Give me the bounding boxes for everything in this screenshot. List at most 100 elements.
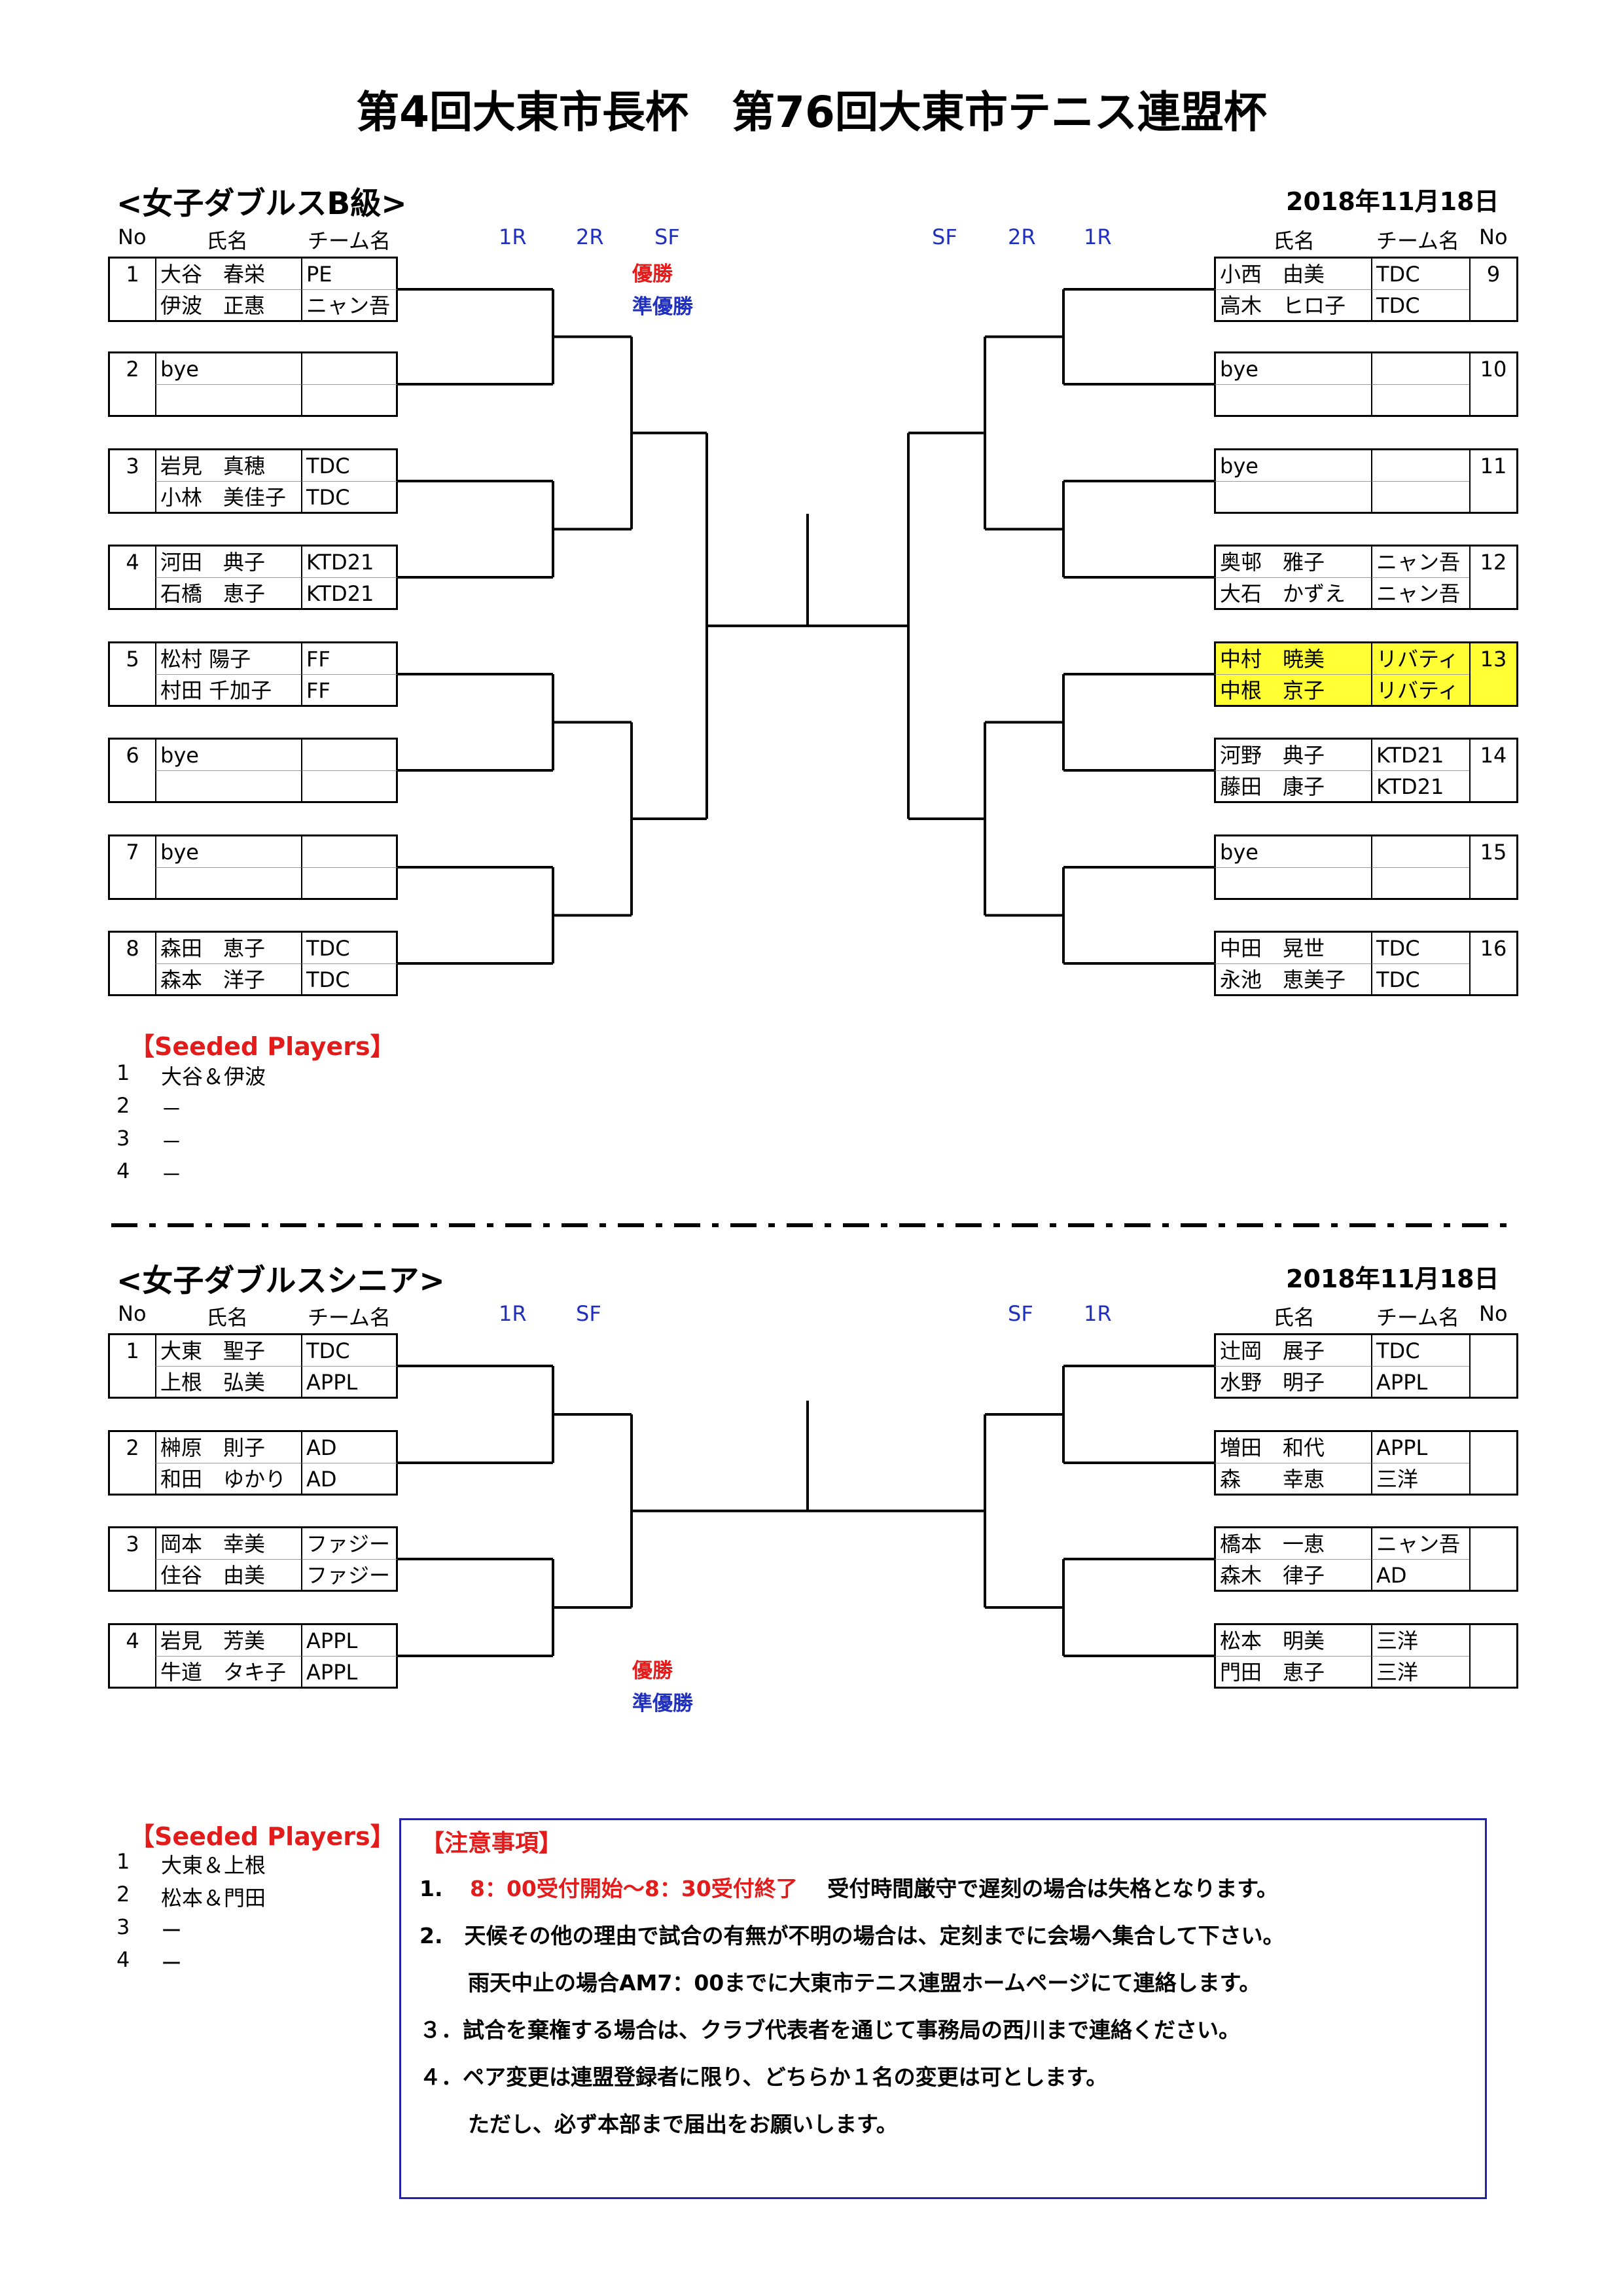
player-name xyxy=(155,770,301,803)
notice-line-1: 1. 8：00受付開始～8：30受付終了 受付時間厳守で遅刻の場合は失格となりま… xyxy=(419,1876,1278,1901)
section-b-date: 2018年11月18日 xyxy=(1286,187,1499,216)
player-name: 上根 弘美 xyxy=(155,1366,301,1399)
player-name: bye xyxy=(1214,834,1371,867)
seed-item: 4－ xyxy=(116,1158,183,1187)
team-name xyxy=(301,867,398,900)
team-name: リバティ xyxy=(1371,674,1469,707)
team-name: ファジー xyxy=(301,1559,398,1592)
section-b-seeded-title: 【Seeded Players】 xyxy=(130,1032,395,1061)
team-name: AD xyxy=(301,1430,398,1463)
entry-number: 8 xyxy=(108,931,155,996)
header-team-right: チーム名 xyxy=(1376,228,1460,253)
entry-number: 1 xyxy=(108,257,155,322)
player-name: 河野 典子 xyxy=(1214,738,1371,770)
player-name: 住谷 由美 xyxy=(155,1559,301,1592)
entry-number: 5 xyxy=(108,641,155,707)
team-name: APPL xyxy=(1371,1430,1469,1463)
player-name: 森木 律子 xyxy=(1214,1559,1371,1592)
player-name: 増田 和代 xyxy=(1214,1430,1371,1463)
header-name-left: 氏名 xyxy=(206,228,249,253)
s-header-1r-left: 1R xyxy=(499,1301,527,1326)
team-name: KTD21 xyxy=(301,545,398,577)
team-name: TDC xyxy=(1371,257,1469,289)
team-name: APPL xyxy=(301,1656,398,1689)
s-winner-label: 優勝 xyxy=(632,1659,673,1683)
s-header-no-left: No xyxy=(118,1301,147,1326)
section-s-title: <女子ダブルスシニア> xyxy=(116,1263,445,1299)
team-name: APPL xyxy=(1371,1366,1469,1399)
winner-label: 優勝 xyxy=(632,262,673,286)
player-name: 藤田 康子 xyxy=(1214,770,1371,803)
team-name xyxy=(301,384,398,417)
player-name: 大東 聖子 xyxy=(155,1333,301,1366)
player-name: 小西 由美 xyxy=(1214,257,1371,289)
entry-number xyxy=(1469,1526,1518,1592)
header-sf-left: SF xyxy=(654,224,680,249)
entry-number: 2 xyxy=(108,1430,155,1496)
team-name: TDC xyxy=(301,1333,398,1366)
notice-line-3: ３．試合を棄権する場合は、クラブ代表者を通じて事務局の西川まで連絡ください。 xyxy=(419,2017,1240,2043)
team-name: TDC xyxy=(301,963,398,996)
player-name: 水野 明子 xyxy=(1214,1366,1371,1399)
player-name xyxy=(1214,867,1371,900)
team-name xyxy=(1371,834,1469,867)
s-header-name-left: 氏名 xyxy=(206,1305,249,1330)
team-name xyxy=(1371,481,1469,514)
player-name: 永池 恵美子 xyxy=(1214,963,1371,996)
page-title: 第4回大東市長杯 第76回大東市テニス連盟杯 xyxy=(356,87,1267,137)
s-header-1r-right: 1R xyxy=(1084,1301,1112,1326)
section-b-title: <女子ダブルスB級> xyxy=(116,186,407,222)
entry-number xyxy=(1469,1333,1518,1399)
player-name: bye xyxy=(155,351,301,384)
player-name: 森 幸恵 xyxy=(1214,1463,1371,1496)
section-s-seeded-title: 【Seeded Players】 xyxy=(130,1822,395,1851)
team-name xyxy=(301,738,398,770)
team-name: FF xyxy=(301,641,398,674)
player-name: 榊原 則子 xyxy=(155,1430,301,1463)
entry-number: 11 xyxy=(1469,448,1518,514)
player-name: 小林 美佳子 xyxy=(155,481,301,514)
entry-number: 16 xyxy=(1469,931,1518,996)
team-name: ニャン吾 xyxy=(301,289,398,322)
header-team-left: チーム名 xyxy=(308,228,391,253)
s-header-sf-right: SF xyxy=(1008,1301,1033,1326)
team-name: TDC xyxy=(1371,1333,1469,1366)
notice-line-2b: 雨天中止の場合AM7：00までに大東市テニス連盟ホームページにて連絡します。 xyxy=(468,1970,1261,1996)
player-name: 大谷 春栄 xyxy=(155,257,301,289)
team-name xyxy=(301,770,398,803)
player-name: 伊波 正惠 xyxy=(155,289,301,322)
team-name: APPL xyxy=(301,1623,398,1656)
team-name: FF xyxy=(301,674,398,707)
entry-number: 14 xyxy=(1469,738,1518,803)
header-2r-right: 2R xyxy=(1008,224,1036,249)
notice-line-4b: ただし、必ず本部まで届出をお願いします。 xyxy=(468,2111,898,2137)
header-1r-left: 1R xyxy=(499,224,527,249)
s-runner-up-label: 準優勝 xyxy=(632,1692,693,1715)
entry-number: 3 xyxy=(108,1526,155,1592)
team-name: TDC xyxy=(301,448,398,481)
player-name: bye xyxy=(1214,448,1371,481)
team-name: PE xyxy=(301,257,398,289)
s-header-no-right: No xyxy=(1479,1301,1508,1326)
team-name: TDC xyxy=(301,481,398,514)
entry-number: 12 xyxy=(1469,545,1518,610)
player-name: 辻岡 展子 xyxy=(1214,1333,1371,1366)
header-2r-left: 2R xyxy=(576,224,604,249)
player-name: 松本 明美 xyxy=(1214,1623,1371,1656)
player-name: 奥邨 雅子 xyxy=(1214,545,1371,577)
entry-number: 15 xyxy=(1469,834,1518,900)
header-1r-right: 1R xyxy=(1084,224,1112,249)
entry-number: 1 xyxy=(108,1333,155,1399)
team-name: TDC xyxy=(1371,931,1469,963)
team-name: TDC xyxy=(301,931,398,963)
entry-number: 7 xyxy=(108,834,155,900)
player-name: 和田 ゆかり xyxy=(155,1463,301,1496)
seed-item: 3－ xyxy=(116,1126,183,1155)
player-name: 牛道 タキ子 xyxy=(155,1656,301,1689)
team-name xyxy=(1371,867,1469,900)
